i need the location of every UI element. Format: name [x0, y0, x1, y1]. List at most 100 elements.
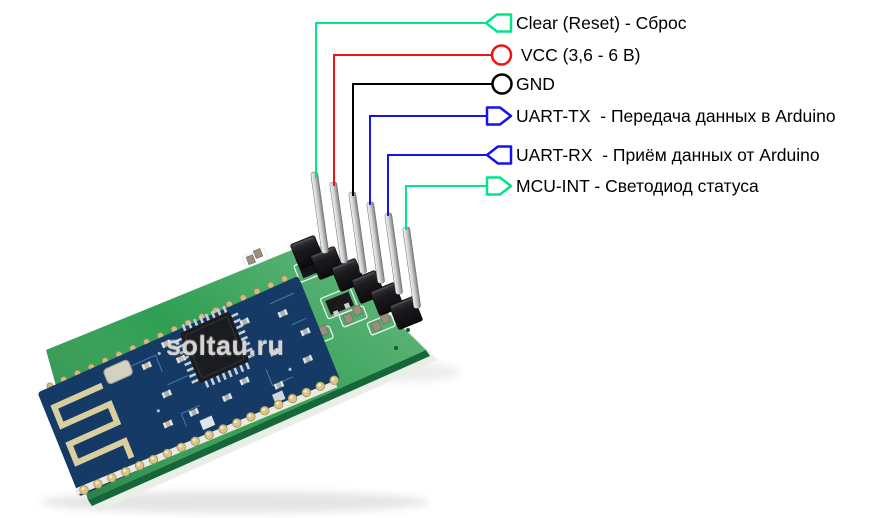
wires — [315, 22, 492, 230]
smd-component — [175, 354, 187, 364]
header-plastic — [290, 235, 423, 330]
chip-pin — [238, 329, 246, 336]
castellation-highlight — [151, 456, 154, 460]
pin-label-uart-rx: UART-RX - Приём данных от Arduino — [516, 145, 820, 165]
castellation-highlight — [234, 420, 238, 424]
symbol-mcu-int-flag-right — [485, 176, 513, 196]
chip-pin — [242, 341, 251, 347]
smd-component — [273, 380, 285, 391]
wire-mcu-int — [405, 185, 487, 230]
chip-pin — [187, 321, 193, 329]
chip-pin — [191, 378, 199, 384]
symbol-clear-flag-left — [484, 13, 513, 33]
chip-pin — [216, 308, 222, 316]
watermark: soltau.ru — [166, 331, 285, 361]
castellation-pad — [301, 387, 312, 398]
castellation-pad — [260, 406, 270, 416]
castellation-pad — [273, 399, 284, 410]
pin-symbols — [484, 13, 513, 196]
chip-pin — [247, 353, 256, 359]
castellation-pad — [190, 436, 200, 446]
castellation-highlight — [276, 401, 280, 405]
header-pin — [310, 171, 329, 254]
chip-pin — [181, 323, 187, 332]
castellation-highlight — [262, 408, 266, 411]
chip-pin — [233, 367, 239, 375]
castellation-highlight — [331, 377, 335, 381]
castellation-highlight — [137, 462, 141, 466]
wire-clear — [315, 22, 486, 178]
module-castellations-bottom — [79, 375, 339, 495]
castellation-pad — [329, 375, 339, 385]
castellation-highlight — [290, 395, 293, 399]
chip-pin — [188, 372, 197, 378]
antenna — [50, 382, 135, 467]
chip-pin — [174, 337, 183, 343]
wire-vcc — [333, 54, 492, 186]
symbol-gnd-circle — [491, 73, 513, 95]
castellation-pad — [232, 418, 242, 428]
smd-pad — [199, 415, 216, 431]
chip-pin — [177, 343, 185, 349]
castellation-highlight — [303, 389, 307, 393]
pin-label-gnd: GND — [516, 74, 555, 94]
castellation-pad — [107, 473, 117, 483]
chip-pin — [184, 360, 192, 367]
chip-pin — [245, 347, 253, 353]
pin-label-clear: Clear (Reset) - Сброс — [516, 13, 687, 33]
smd-component — [277, 308, 289, 319]
pin-label-vcc: VCC (3,6 - 6 В) — [516, 45, 641, 65]
smd-component — [188, 407, 200, 418]
castellation-highlight — [123, 469, 127, 472]
chip-pin — [204, 313, 210, 321]
smd-component — [221, 392, 233, 403]
castellation-highlight — [178, 444, 182, 448]
pin-label-mcu-int: MCU-INT - Светодиод статуса — [516, 176, 759, 196]
module-smd-parts — [141, 308, 314, 429]
chip-pin — [198, 315, 205, 324]
chip-pin — [193, 318, 199, 327]
castellation-pad — [148, 454, 159, 465]
castellation-pad — [134, 460, 145, 471]
castellation-pad — [120, 467, 131, 477]
castellation-highlight — [109, 475, 113, 479]
castellation-highlight — [81, 487, 85, 491]
castellation-highlight — [248, 414, 252, 418]
castellation-highlight — [206, 432, 210, 436]
castellation-pad — [93, 479, 103, 489]
castellation-highlight — [220, 426, 224, 430]
chip-pin — [239, 364, 245, 373]
smd-pad — [271, 390, 286, 404]
smd-component — [160, 338, 172, 349]
pcb-traces — [123, 292, 307, 427]
header-pins — [310, 171, 421, 309]
board-side — [88, 350, 430, 506]
chip-pin — [227, 369, 233, 378]
symbol-uart-tx-flag-right — [485, 106, 513, 126]
chip-pin — [231, 312, 239, 318]
castellation-highlight — [192, 438, 196, 442]
symbol-vcc-circle — [490, 44, 513, 66]
chip-pin — [215, 375, 222, 383]
chip-pin — [204, 380, 210, 388]
pcb-vias — [156, 351, 292, 413]
header-pin — [402, 226, 421, 309]
wire-uart-tx — [369, 115, 487, 205]
chip-pin — [245, 362, 251, 370]
radio-module — [38, 276, 340, 496]
chip-pin — [240, 335, 248, 342]
castellation-highlight — [164, 450, 168, 454]
chip-pin — [210, 310, 216, 319]
chip-pin — [186, 366, 194, 373]
castellation-pad — [246, 412, 256, 422]
chip-pin — [179, 349, 187, 355]
smd-component — [141, 360, 153, 371]
castellation-pad — [218, 424, 228, 434]
chip-pin — [210, 377, 216, 386]
castellation-pad — [315, 381, 326, 392]
chip-pin — [233, 318, 241, 324]
chip-pin — [222, 305, 228, 314]
castellation-pad — [162, 448, 173, 459]
